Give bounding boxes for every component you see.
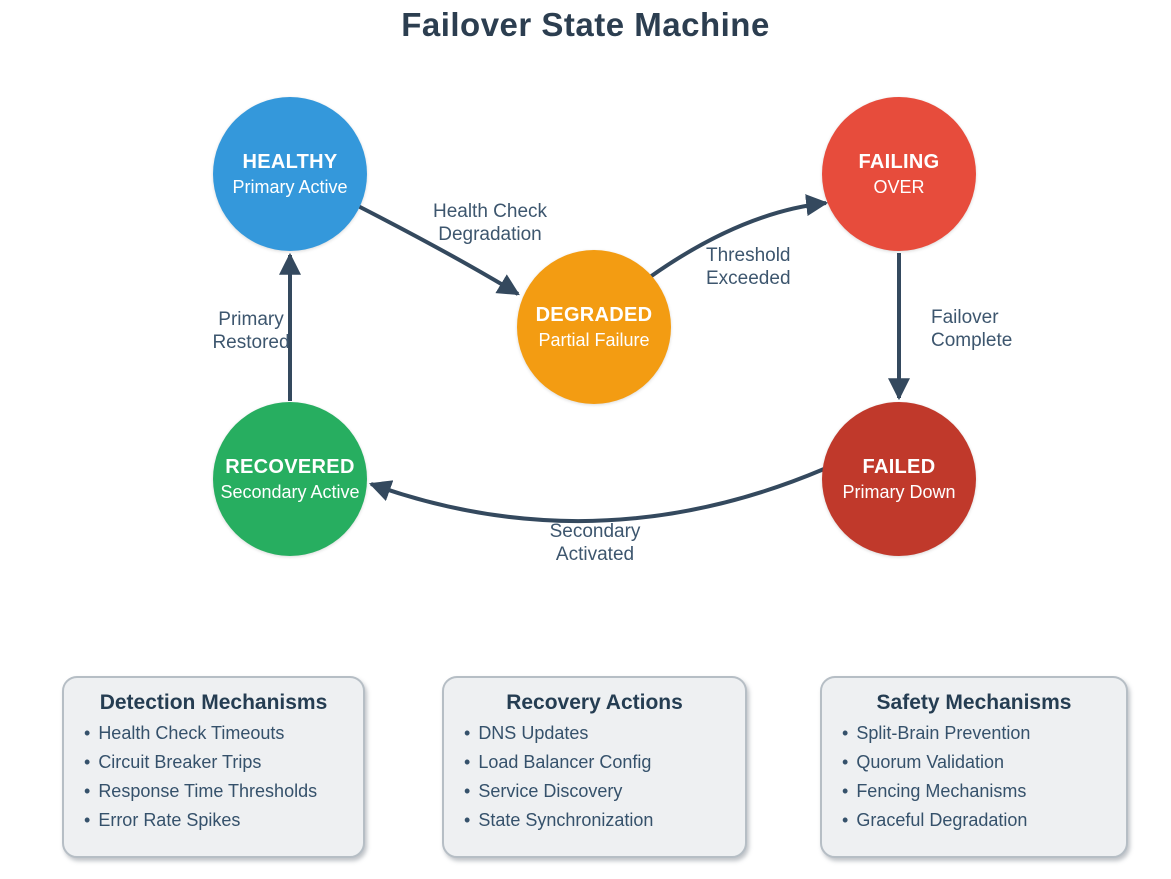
edge-label-line: Secondary — [549, 521, 641, 542]
state-subtitle: Partial Failure — [538, 329, 650, 350]
edge-label-line: Exceeded — [706, 268, 791, 289]
panel-item-list: Split-Brain Prevention Quorum Validation… — [822, 723, 1126, 831]
edge-label-secondary-activated: Secondary Activated — [505, 520, 685, 566]
edge-label-line: Complete — [931, 330, 1013, 351]
list-item: Graceful Degradation — [842, 810, 1118, 831]
panel-item-list: DNS Updates Load Balancer Config Service… — [444, 723, 745, 831]
list-item: Quorum Validation — [842, 752, 1118, 773]
list-item: DNS Updates — [464, 723, 737, 744]
state-name: HEALTHY — [242, 150, 338, 173]
list-item: Split-Brain Prevention — [842, 723, 1118, 744]
list-item: Response Time Thresholds — [84, 781, 355, 802]
panel-safety-mechanisms: Safety Mechanisms Split-Brain Prevention… — [820, 676, 1128, 858]
edge-label-health-check-degradation: Health Check Degradation — [400, 200, 580, 246]
state-node-failing-over: FAILING OVER — [822, 97, 976, 251]
edge-label-line: Degradation — [438, 224, 542, 245]
panel-recovery-actions: Recovery Actions DNS Updates Load Balanc… — [442, 676, 747, 858]
edge-label-line: Primary — [218, 309, 284, 330]
state-name: RECOVERED — [225, 455, 355, 478]
state-subtitle: Primary Active — [232, 176, 348, 197]
edge-label-line: Restored — [212, 332, 290, 353]
edge-label-line: Failover — [931, 307, 999, 328]
state-name: DEGRADED — [535, 303, 653, 326]
list-item: Circuit Breaker Trips — [84, 752, 355, 773]
edge-failed-to-recovered — [368, 467, 825, 524]
panel-detection-mechanisms: Detection Mechanisms Health Check Timeou… — [62, 676, 365, 858]
state-node-healthy: HEALTHY Primary Active — [213, 97, 367, 251]
edge-label-threshold-exceeded: Threshold Exceeded — [706, 244, 791, 290]
list-item: Error Rate Spikes — [84, 810, 355, 831]
state-name: FAILED — [862, 455, 936, 478]
state-node-failed: FAILED Primary Down — [822, 402, 976, 556]
panel-title: Safety Mechanisms — [876, 691, 1072, 714]
list-item: Load Balancer Config — [464, 752, 737, 773]
list-item: State Synchronization — [464, 810, 737, 831]
list-item: Health Check Timeouts — [84, 723, 355, 744]
panel-item-list: Health Check Timeouts Circuit Breaker Tr… — [64, 723, 363, 831]
list-item: Service Discovery — [464, 781, 737, 802]
state-node-recovered: RECOVERED Secondary Active — [213, 402, 367, 556]
page-title: Failover State Machine — [401, 6, 770, 43]
edge-label-line: Health Check — [432, 201, 548, 222]
state-name: FAILING — [858, 150, 940, 173]
edge-label-primary-restored: Primary Restored — [171, 308, 331, 354]
edge-label-line: Threshold — [706, 245, 791, 266]
panel-title: Recovery Actions — [506, 691, 683, 714]
state-subtitle: Secondary Active — [220, 481, 360, 502]
state-node-degraded: DEGRADED Partial Failure — [517, 250, 671, 404]
state-subtitle: Primary Down — [842, 481, 956, 502]
state-subtitle: OVER — [873, 176, 925, 197]
edge-label-failover-complete: Failover Complete — [931, 306, 1012, 352]
panel-title: Detection Mechanisms — [99, 691, 328, 714]
list-item: Fencing Mechanisms — [842, 781, 1118, 802]
edge-label-line: Activated — [555, 544, 635, 565]
